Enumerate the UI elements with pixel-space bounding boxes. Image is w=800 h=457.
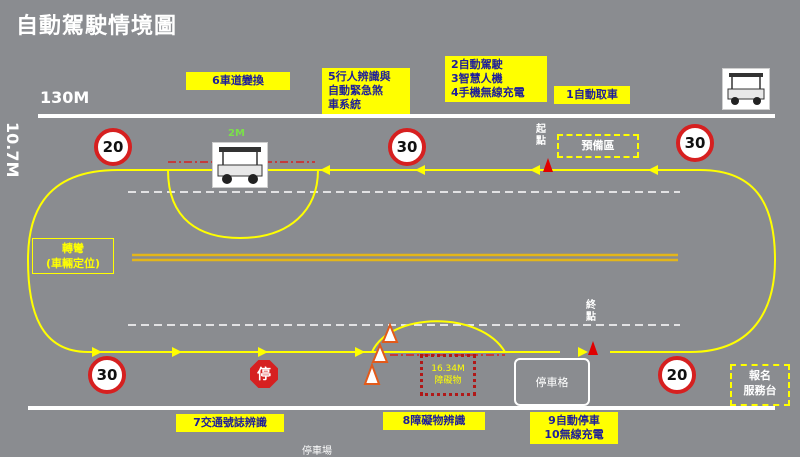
speed-limit-30-sign: 30 [388, 128, 426, 166]
label-autodrive-line2: 3智慧人機 [451, 72, 503, 85]
end-label-line2: 點 [586, 312, 596, 323]
label-pickup: 1自動取車 [554, 86, 630, 104]
golf-cart-image [722, 68, 770, 110]
label-traffic-sign: 7交通號誌辨識 [176, 414, 284, 432]
obstacle-size: 16.34M [431, 364, 465, 374]
label-autodrive: 2自動駕駛 3智慧人機 4手機無線充電 [445, 56, 547, 102]
label-autodrive-line1: 2自動駕駛 [451, 58, 503, 71]
start-label: 起 點 [534, 124, 548, 148]
arrow-bottom-5 [578, 347, 588, 357]
page-title: 自動駕駛情境圖 [16, 14, 178, 39]
speed-limit-20-sign: 20 [658, 356, 696, 394]
golf-cart-lane-change [212, 142, 268, 188]
label-pedestrian-line1: 5行人辨識與 [328, 70, 391, 83]
turn-label-line1: 轉彎 [62, 242, 84, 255]
standby-area: 預備區 [557, 134, 639, 158]
arrow-top-2 [415, 165, 425, 175]
main-path [26, 169, 700, 353]
speed-limit-30-sign: 30 [676, 124, 714, 162]
end-label: 終 點 [584, 300, 598, 324]
cone-1 [381, 322, 399, 343]
speed-limit-30-sign: 30 [88, 356, 126, 394]
label-lane-change: 6車道變換 [186, 72, 290, 90]
arrow-top-1 [320, 165, 330, 175]
arrow-top-4 [648, 165, 658, 175]
cone-2 [371, 342, 389, 363]
turn-label-line2: (車輛定位) [45, 257, 101, 270]
end-label-line1: 終 [586, 300, 596, 311]
obstacle-avoid-path [371, 320, 506, 353]
label-pedestrian-line3: 車系統 [328, 98, 361, 111]
two-meter-label: 2M [228, 128, 245, 139]
arrow-top-3 [530, 165, 540, 175]
registration-desk: 報名 服務台 [730, 364, 790, 406]
label-autodrive-line3: 4手機無線充電 [451, 86, 525, 99]
arrow-bottom-2 [172, 347, 182, 357]
label-auto-park-line2: 10無線充電 [544, 428, 604, 441]
label-obstacle-recognition: 8障礙物辨識 [383, 412, 485, 430]
obstacle-label: 障礙物 [434, 376, 462, 386]
registration-line2: 服務台 [743, 384, 777, 397]
golf-cart-icon [727, 73, 765, 105]
label-pedestrian-line2: 自動緊急煞 [328, 84, 383, 97]
length-dimension: 130M [40, 88, 90, 107]
obstacle-box: 16.34M 障礙物 [420, 354, 476, 396]
parking-space: 停車格 [514, 358, 590, 406]
start-label-line1: 起 [536, 124, 546, 135]
lane-change-loop [167, 169, 319, 240]
start-marker [543, 158, 553, 172]
end-marker [588, 341, 598, 355]
stop-sign: 停 [250, 360, 278, 388]
golf-cart-icon [217, 147, 263, 184]
label-pedestrian: 5行人辨識與 自動緊急煞 車系統 [322, 68, 410, 114]
right-loop-path [610, 169, 777, 353]
bottom-cut-text: 停車場 [302, 446, 332, 457]
arrow-bottom-3 [258, 347, 268, 357]
speed-limit-20-sign: 20 [94, 128, 132, 166]
arrow-bottom-4 [355, 347, 365, 357]
turn-positioning-label: 轉彎 (車輛定位) [32, 238, 114, 274]
label-auto-park-line1: 9自動停車 [548, 414, 600, 427]
registration-line1: 報名 [749, 369, 771, 382]
start-label-line2: 點 [536, 136, 546, 147]
arrow-bottom-1 [92, 347, 102, 357]
label-auto-park: 9自動停車 10無線充電 [530, 412, 618, 444]
cone-3 [363, 362, 381, 385]
width-dimension: 10.7M [3, 122, 22, 178]
